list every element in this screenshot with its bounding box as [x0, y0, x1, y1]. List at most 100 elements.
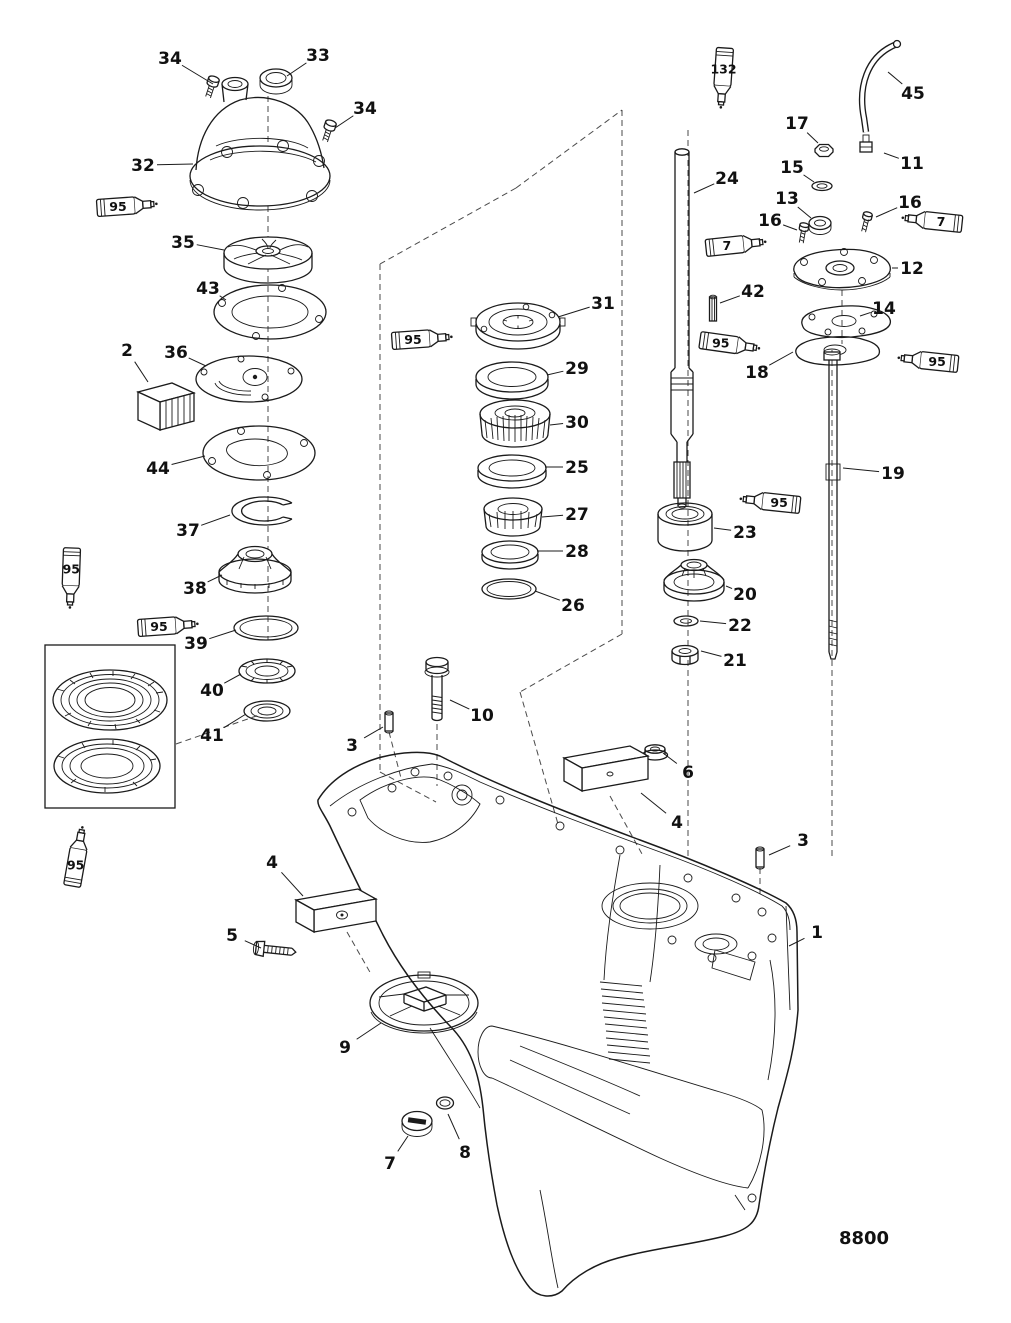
washer-15 — [811, 180, 833, 192]
callout-8: 8 — [459, 1143, 471, 1163]
bearing-carrier — [218, 545, 292, 594]
callout-44: 44 — [146, 459, 170, 479]
leader-line-26 — [534, 590, 561, 601]
leader-line-2 — [134, 361, 149, 383]
anode-block — [562, 745, 650, 793]
callout-16: 16 — [758, 211, 782, 231]
callout-43: 43 — [196, 279, 220, 299]
callout-19: 19 — [881, 464, 905, 484]
roller-bearing-27 — [483, 497, 543, 537]
leader-line-35 — [196, 244, 225, 251]
leader-line-17 — [806, 132, 819, 144]
leader-line-32 — [156, 163, 194, 166]
leader-line-30 — [549, 423, 564, 426]
callout-10: 10 — [470, 706, 494, 726]
tube-label-95: 95 — [404, 332, 421, 347]
tube-label-95: 95 — [67, 858, 84, 873]
vent-hose — [858, 39, 902, 133]
leader-line-16 — [782, 224, 798, 231]
tube-label-95: 95 — [63, 561, 80, 576]
leader-line-34 — [181, 64, 214, 85]
drain-plug — [401, 1110, 433, 1137]
callout-23: 23 — [733, 523, 757, 543]
callout-25: 25 — [565, 458, 589, 478]
bearing-assembly-20 — [663, 558, 725, 602]
leader-line-43 — [219, 295, 227, 301]
cover-bolt — [205, 75, 220, 99]
leader-line-4 — [281, 872, 304, 897]
ribbed-block — [136, 382, 196, 432]
callout-16: 16 — [898, 193, 922, 213]
leader-line-24 — [693, 183, 715, 194]
callout-35: 35 — [171, 233, 195, 253]
sealant-tube-95: 95 — [698, 331, 761, 355]
callout-34: 34 — [353, 99, 377, 119]
bearing-race-28 — [481, 540, 539, 570]
water-pump-cover — [189, 76, 331, 211]
callout-26: 26 — [561, 596, 585, 616]
sealant-tube-7: 7 — [901, 210, 964, 233]
parts-layer — [44, 39, 902, 1297]
callout-5: 5 — [226, 926, 238, 946]
seal-kit-box — [44, 644, 176, 809]
leader-line-18 — [768, 351, 794, 366]
bolt-16 — [861, 211, 873, 233]
sealant-tube-95: 95 — [61, 547, 82, 609]
screw-5 — [252, 940, 297, 958]
tube-label-7: 7 — [937, 214, 946, 229]
leader-line-3 — [363, 726, 384, 739]
leader-line-29 — [546, 370, 564, 376]
callout-29: 29 — [565, 359, 589, 379]
callout-2: 2 — [121, 341, 133, 361]
callout-4: 4 — [671, 813, 683, 833]
callout-37: 37 — [176, 521, 200, 541]
leader-line-11 — [883, 152, 899, 159]
leader-line-6 — [662, 752, 678, 764]
retaining-ring — [231, 496, 293, 526]
callout-40: 40 — [200, 681, 224, 701]
leader-line-3 — [768, 845, 791, 856]
callout-39: 39 — [184, 634, 208, 654]
sealant-tube-95: 95 — [136, 616, 199, 637]
leader-line-14 — [859, 311, 871, 317]
leader-line-1 — [788, 937, 805, 947]
leader-line-21 — [700, 650, 722, 657]
leader-line-40 — [224, 673, 242, 684]
grommet-13 — [808, 215, 832, 235]
bushing-23 — [657, 502, 713, 552]
dowel-pin — [708, 294, 718, 322]
callout-20: 20 — [733, 585, 757, 605]
leader-line-44 — [171, 455, 206, 466]
figure-number: 8800 — [839, 1228, 889, 1249]
sealant-tube-132: 132 — [710, 46, 737, 109]
oil-seal-40 — [238, 658, 296, 684]
tab-washer-plate — [470, 302, 566, 350]
callout-14: 14 — [872, 299, 896, 319]
sealant-tube-95: 95 — [739, 491, 802, 514]
leader-line-38 — [207, 574, 223, 583]
bolt-16 — [798, 222, 810, 244]
leader-line-33 — [286, 62, 307, 77]
leader-line-16 — [875, 207, 898, 218]
bearing-race-29 — [475, 361, 549, 400]
nut-17 — [814, 143, 834, 158]
callout-24: 24 — [715, 169, 739, 189]
leader-line-20 — [725, 585, 733, 590]
oil-seal-41 — [243, 700, 291, 722]
sealant-tube-7: 7 — [704, 234, 767, 257]
callout-3: 3 — [346, 736, 358, 756]
callout-1: 1 — [811, 923, 823, 943]
tube-label-95: 95 — [770, 495, 787, 510]
sealant-tube-95: 95 — [95, 196, 158, 217]
callout-4: 4 — [266, 853, 278, 873]
leader-line-36 — [188, 357, 207, 367]
leader-line-23 — [713, 527, 732, 531]
leader-line-8 — [447, 1113, 460, 1140]
callout-36: 36 — [164, 343, 188, 363]
callout-12: 12 — [900, 259, 924, 279]
leader-line-4 — [640, 792, 667, 814]
nut-21 — [671, 644, 699, 666]
leader-line-13 — [797, 206, 812, 219]
